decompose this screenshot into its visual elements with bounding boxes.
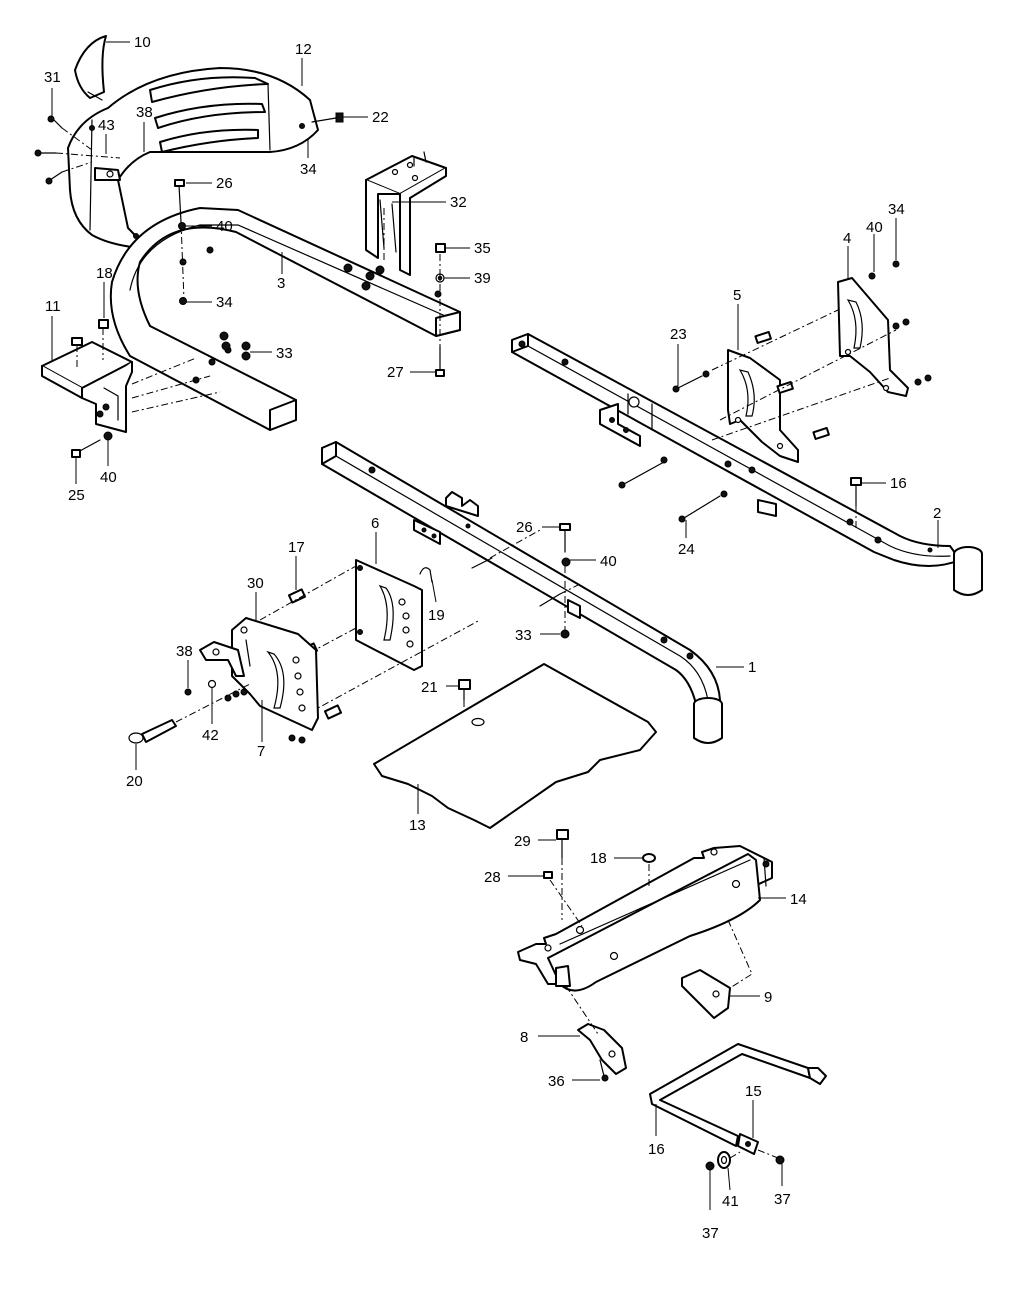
- part-13-floor-plate: [373, 663, 657, 829]
- callout-33-upper: 33: [276, 345, 293, 362]
- callout-40-right: 40: [866, 219, 883, 236]
- callout-13: 13: [409, 817, 426, 834]
- callout-3: 3: [277, 275, 285, 292]
- part-10-cap: [74, 35, 107, 101]
- callout-11: 11: [45, 298, 61, 315]
- callout-7: 7: [257, 743, 265, 760]
- part-22-bolt: [311, 112, 344, 123]
- part-38-42-hardware: [184, 679, 306, 744]
- callout-21: 21: [421, 679, 438, 696]
- callout-17: 17: [288, 539, 305, 556]
- part-7-plate: [231, 617, 319, 731]
- part-16-bolt: [850, 477, 862, 530]
- callout-9: 9: [764, 989, 772, 1006]
- part-2-right-rail: [511, 333, 983, 596]
- callout-34-upper: 34: [300, 161, 317, 178]
- part-29-bolt: [556, 829, 569, 920]
- part-6-plate: [355, 559, 423, 671]
- part-12-shroud: [67, 67, 319, 250]
- callout-37-right: 37: [774, 1191, 791, 1208]
- callout-29: 29: [514, 833, 531, 850]
- callout-26-lower: 26: [516, 519, 533, 536]
- callout-31: 31: [44, 69, 61, 86]
- callout-37-left: 37: [702, 1225, 719, 1242]
- callout-8: 8: [520, 1029, 528, 1046]
- callout-22: 22: [372, 109, 389, 126]
- callout-36: 36: [548, 1073, 565, 1090]
- callout-19: 19: [428, 607, 445, 624]
- part-20-eyebolt: [128, 683, 251, 744]
- callout-6: 6: [371, 515, 379, 532]
- callout-28: 28: [484, 869, 501, 886]
- callout-25: 25: [68, 487, 85, 504]
- part-25-bolt: [71, 431, 113, 458]
- callout-4: 4: [843, 230, 851, 247]
- callout-30: 30: [247, 575, 264, 592]
- part-32-bracket: [365, 151, 447, 276]
- part-5-plate: [727, 349, 799, 463]
- callout-34-right: 34: [888, 201, 905, 218]
- callout-1: 1: [748, 659, 756, 676]
- part-28-screw: [543, 871, 583, 927]
- part-19-pin: [419, 567, 433, 583]
- callout-40-left: 40: [100, 469, 117, 486]
- callout-16-lower: 16: [648, 1141, 665, 1158]
- part-4-plate: [837, 277, 909, 397]
- callout-33-lower: 33: [515, 627, 532, 644]
- callout-34-mid: 34: [216, 294, 233, 311]
- part-11-bracket: [41, 319, 221, 433]
- part-26-bolt-lower: [559, 523, 571, 639]
- callout-2: 2: [933, 505, 941, 522]
- part-31-bolts: [34, 115, 121, 185]
- part-3-upper-frame: [109, 207, 461, 431]
- part-41-37-hardware: [705, 1149, 785, 1171]
- callout-23: 23: [670, 326, 687, 343]
- callout-26-upper: 26: [216, 175, 233, 192]
- part-9-bracket: [681, 919, 753, 1019]
- callouts: 10 12 31 38 43 22 34 26 32 40 35 3 39 34…: [44, 34, 941, 1242]
- callout-42: 42: [202, 727, 219, 744]
- callout-39: 39: [474, 270, 491, 287]
- callout-40-upper: 40: [216, 218, 233, 235]
- part-23-24-bolts: [618, 375, 728, 523]
- callout-14: 14: [790, 891, 807, 908]
- callout-5: 5: [733, 287, 741, 304]
- callout-16-upper: 16: [890, 475, 907, 492]
- callout-32: 32: [450, 194, 467, 211]
- part-33-nuts-upper: [219, 331, 251, 361]
- callout-15: 15: [745, 1083, 762, 1100]
- callout-35: 35: [474, 240, 491, 257]
- callout-27: 27: [387, 364, 404, 381]
- callout-38-lower: 38: [176, 643, 193, 660]
- callout-38-upper: 38: [136, 104, 153, 121]
- callout-43: 43: [98, 117, 115, 134]
- part-26-bolt-upper: [174, 179, 187, 305]
- part-21-bolt: [458, 679, 471, 716]
- callout-41: 41: [722, 1193, 739, 1210]
- part-14-pan: [517, 845, 773, 992]
- callout-18-upper: 18: [96, 265, 113, 282]
- callout-10: 10: [134, 34, 151, 51]
- part-8-bracket: [565, 985, 627, 1082]
- callout-12: 12: [295, 41, 312, 58]
- part-30-bracket: [199, 639, 251, 677]
- callout-20: 20: [126, 773, 143, 790]
- part-18-knob-lower: [642, 853, 656, 886]
- spacers-4-5: [702, 260, 932, 468]
- part-16-rod: [649, 1043, 827, 1155]
- callout-18-lower: 18: [590, 850, 607, 867]
- part-1-main-rail: [321, 441, 723, 744]
- callout-24: 24: [678, 541, 695, 558]
- part-35-39-27-hardware: [435, 243, 446, 377]
- callout-40-lower: 40: [600, 553, 617, 570]
